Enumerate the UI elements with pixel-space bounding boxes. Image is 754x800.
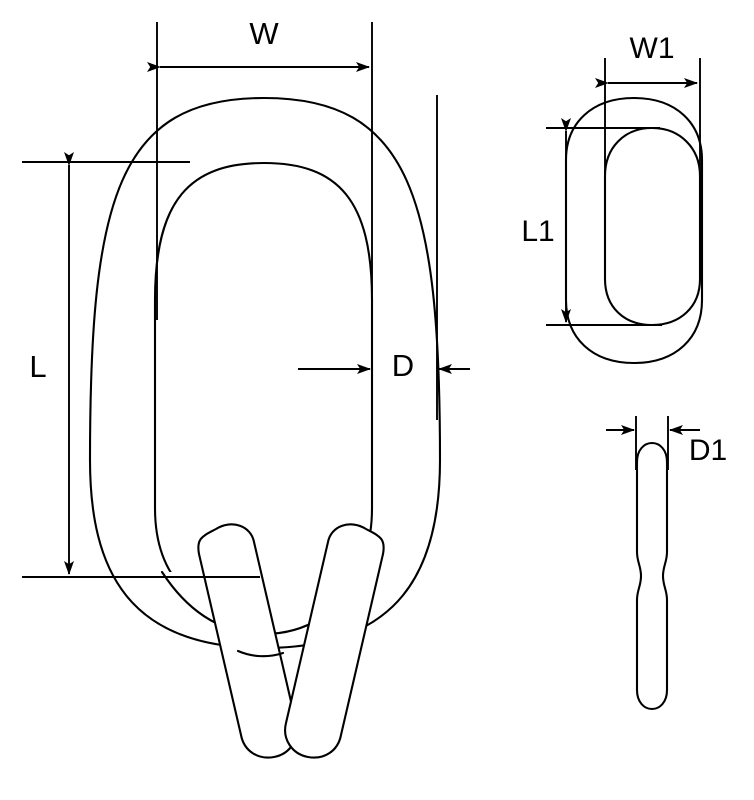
sub-link-inner-contour	[603, 126, 702, 327]
dimension-w1: W1	[595, 32, 701, 178]
w-dimension-label: W	[249, 16, 279, 51]
sub-link-right	[284, 523, 385, 759]
sub-link-right-bar	[284, 523, 385, 759]
w1-dimension-label: W1	[630, 32, 675, 65]
sub-link-left-bar	[197, 523, 298, 759]
l-dimension-label: L	[29, 349, 46, 384]
l1-dimension-label: L1	[521, 215, 554, 248]
dimension-w: W	[147, 16, 373, 320]
main-link-front-view: W L D	[22, 16, 470, 759]
sub-link-side-view: D1	[606, 416, 727, 711]
d1-dimension-label: D1	[689, 434, 727, 467]
dimension-l1: L1	[521, 118, 662, 326]
sub-link-left	[197, 523, 298, 759]
sub-link-side-profile	[635, 441, 669, 711]
d-dimension-label: D	[392, 348, 414, 383]
dimension-d: D	[298, 348, 470, 383]
sub-link-front-view: W1 L1	[521, 32, 704, 365]
master-link-lower-detail-arc	[236, 649, 285, 658]
dimension-d1: D1	[606, 416, 727, 470]
dimension-l: L	[22, 152, 260, 578]
